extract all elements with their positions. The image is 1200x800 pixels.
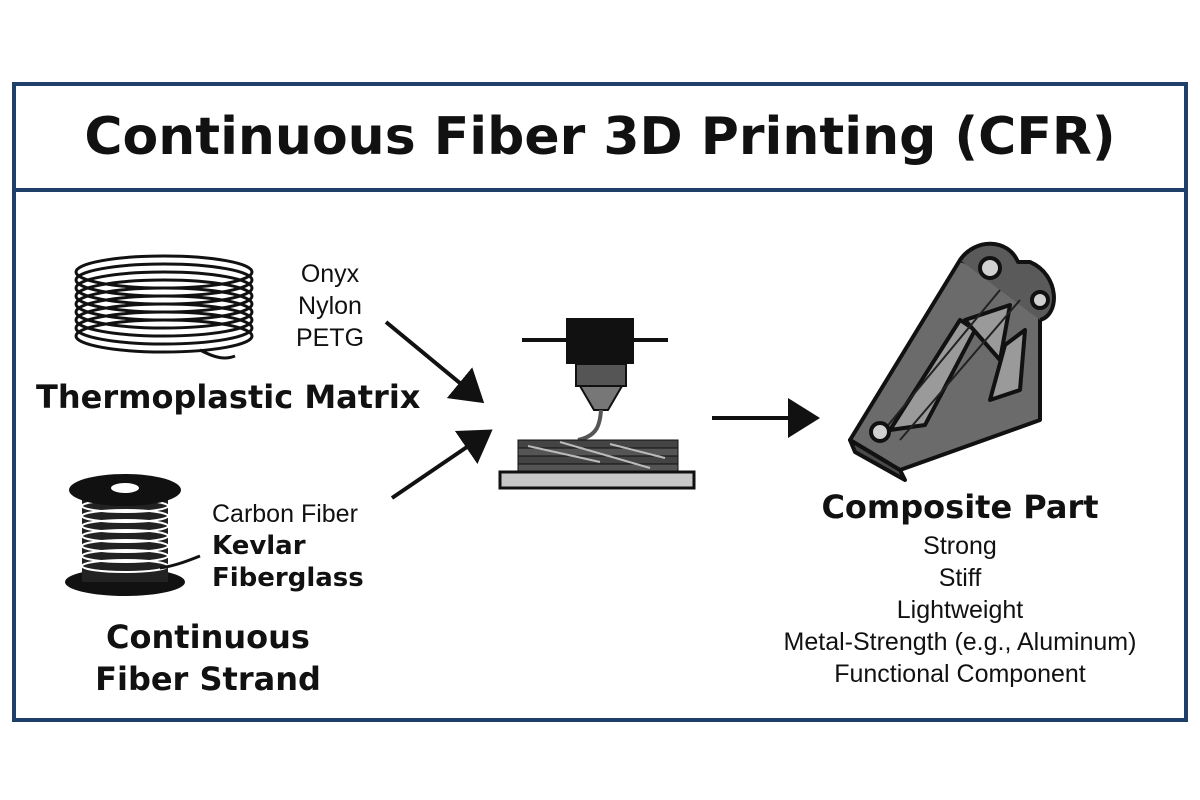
matrix-material-item: Nylon	[298, 292, 362, 320]
fiber-materials-list: Carbon Fiber Kevlar Fiberglass	[212, 498, 364, 594]
fiber-label-line: Fiber Strand	[95, 660, 321, 698]
fiber-material-item: Kevlar	[212, 531, 306, 561]
output-property-item: Strong	[923, 532, 997, 560]
fiber-material-item: Carbon Fiber	[212, 500, 358, 528]
diagram-frame: Continuous Fiber 3D Printing (CFR)	[12, 82, 1188, 722]
matrix-materials-list: Onyx Nylon PETG	[280, 258, 380, 354]
fiber-label-line: Continuous	[106, 618, 310, 656]
fiber-spool-icon	[65, 474, 201, 596]
output-properties-list: Strong Stiff Lightweight Metal-Strength …	[740, 530, 1180, 690]
matrix-material-item: PETG	[295, 324, 365, 352]
fiber-label: Continuous Fiber Strand	[68, 616, 348, 700]
output-label: Composite Part	[821, 488, 1099, 526]
thermoplastic-coil-icon	[74, 254, 254, 360]
output-property-item: Lightweight	[896, 596, 1024, 624]
fiber-material-item: Fiberglass	[212, 563, 364, 593]
title-bar: Continuous Fiber 3D Printing (CFR)	[16, 86, 1184, 192]
output-property-item: Functional Component	[834, 660, 1086, 688]
printer-head-icon	[522, 318, 668, 442]
fiber-to-printer-arrow	[390, 429, 493, 500]
output-property-item: Stiff	[938, 564, 982, 592]
matrix-to-printer-arrow	[384, 320, 485, 404]
page-title: Continuous Fiber 3D Printing (CFR)	[84, 107, 1116, 167]
output-property-item: Metal-Strength (e.g., Aluminum)	[783, 628, 1137, 656]
matrix-label: Thermoplastic Matrix	[36, 378, 421, 416]
print-bed-icon	[498, 439, 696, 490]
composite-part-icon	[848, 241, 1056, 482]
matrix-material-item: Onyx	[300, 260, 360, 288]
